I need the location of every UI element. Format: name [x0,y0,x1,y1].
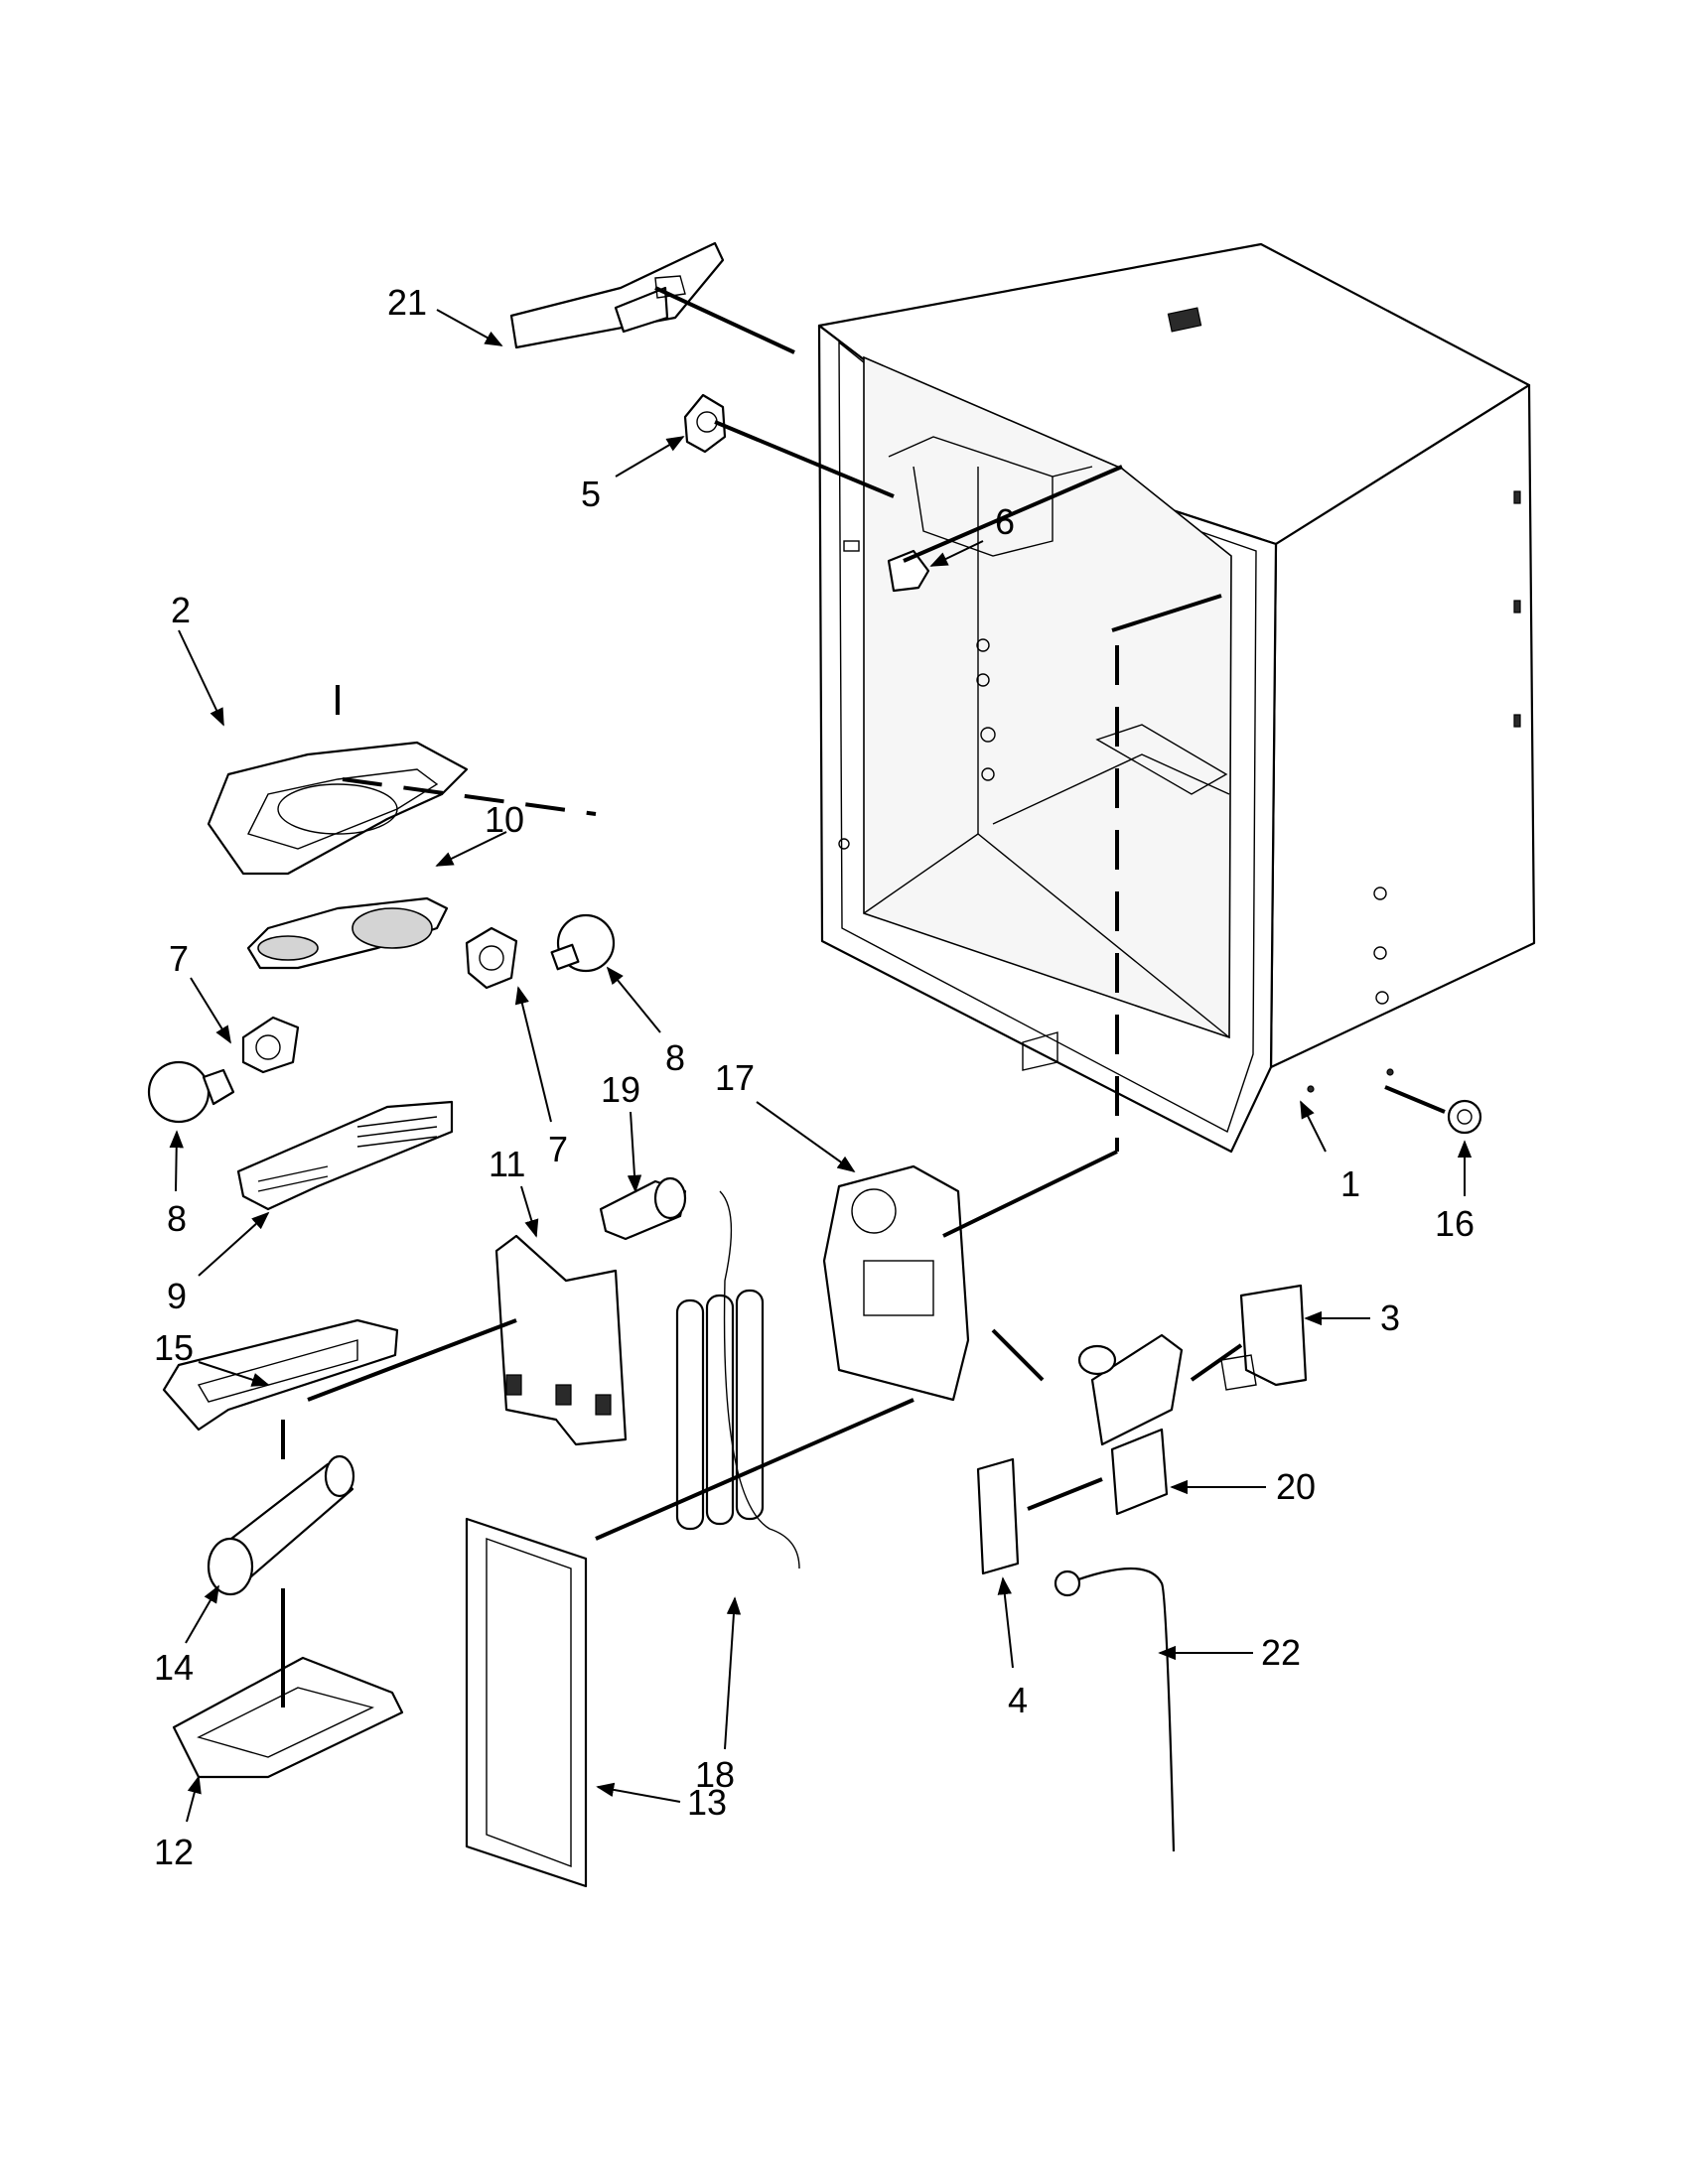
part-11-duct [494,1234,628,1446]
callout-8b: 8 [665,1037,685,1078]
part-13-panel [465,1517,588,1888]
part-1-liner [817,242,1536,1154]
callout-19: 19 [601,1069,640,1110]
part-6-switch [887,549,930,593]
part-20-valve [1077,1333,1184,1516]
part-17-bracket [822,1164,970,1402]
part-21-cover [509,241,725,349]
callout-11: 11 [489,1144,525,1184]
part-7b-socket [465,926,518,990]
part-14-cartridge [207,1454,355,1596]
callout-17: 17 [715,1057,755,1098]
part-19-sensor [599,1176,687,1241]
callout-15: 15 [154,1327,194,1368]
part-10-holder [246,896,449,970]
part-8b-bulb [550,913,616,973]
callout-22: 22 [1261,1632,1301,1673]
callout-21: 21 [387,282,427,323]
part-8a-bulb [147,1060,235,1124]
part-7a-socket [241,1016,300,1074]
callout-18: 18 [695,1754,735,1795]
callout-7a: 7 [169,938,189,979]
part-22-tube [1054,1568,1176,1852]
part-3-clip [1220,1284,1308,1391]
callout-4: 4 [1008,1680,1028,1720]
callout-8a: 8 [167,1198,187,1239]
callout-6: 6 [995,501,1015,542]
part-4-clip [976,1457,1020,1575]
callout-10: 10 [485,799,524,840]
part-12-filter-cover [172,1656,404,1779]
part-18-tube [675,1190,800,1570]
callout-16: 16 [1435,1203,1475,1244]
callouts: 1 2 3 4 5 6 7 7 8 8 9 10 11 12 13 14 15 [154,282,1475,1872]
callout-12: 12 [154,1832,194,1872]
callout-9: 9 [167,1276,187,1316]
callout-1: 1 [1340,1163,1360,1204]
part-16-knob [1447,1099,1482,1135]
part-15-filter-head [162,1318,399,1432]
callout-5: 5 [581,474,601,514]
part-9-lens [236,1100,454,1211]
part-2-housing [207,741,469,876]
callout-3: 3 [1380,1297,1400,1338]
callout-14: 14 [154,1647,194,1688]
callout-7b: 7 [548,1129,568,1169]
callout-13: 13 [687,1782,727,1823]
assembly-lines [281,286,1446,1707]
callout-20: 20 [1276,1466,1316,1507]
callout-2: 2 [171,590,191,630]
